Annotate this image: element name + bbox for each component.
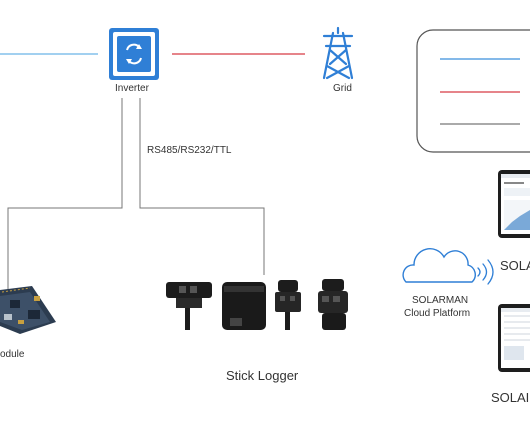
inverter-icon	[109, 28, 159, 80]
protocol-label: RS485/RS232/TTL	[147, 145, 232, 156]
grid-label: Grid	[333, 83, 352, 94]
wifi-signal-icon	[477, 259, 494, 285]
app-bottom-label: SOLAI	[491, 390, 530, 405]
legend-box	[416, 29, 530, 153]
stick-logger-label: Stick Logger	[226, 368, 299, 383]
module-label: odule	[0, 349, 25, 360]
circuit-board-icon	[0, 286, 56, 334]
module-wire	[7, 98, 123, 290]
cloud-label-line2: Cloud Platform	[404, 308, 471, 319]
cloud-label-line1: SOLARMAN	[412, 295, 469, 306]
logger-wire	[139, 98, 265, 275]
stick-logger-icon	[166, 279, 348, 330]
tablet-icon	[498, 170, 530, 238]
laptop-icon	[498, 304, 530, 372]
app-top-label: SOLA	[500, 258, 530, 273]
inverter-label: Inverter	[115, 83, 149, 94]
cloud-icon	[402, 248, 476, 283]
transmission-tower-icon	[322, 26, 354, 80]
